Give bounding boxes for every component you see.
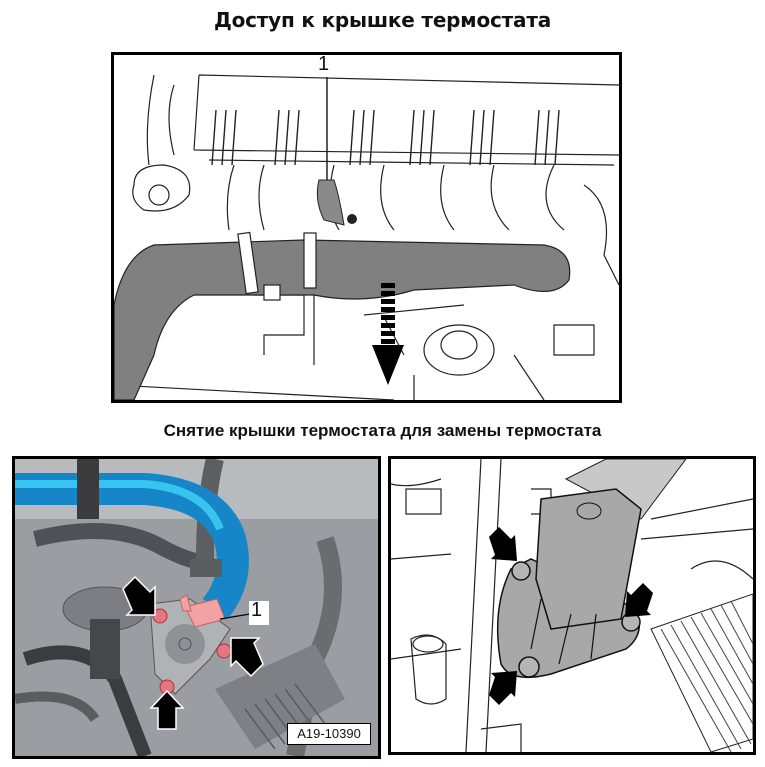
figure-reference-label: A19-10390 [287, 723, 371, 745]
bottom-title: Снятие крышки термостата для замены терм… [163, 421, 602, 440]
callout-1: 1 [251, 599, 263, 621]
top-title: Доступ к крышке термостата [213, 8, 552, 32]
figure-thermostat-access: 1 [111, 52, 622, 403]
engine-line-drawing [114, 74, 619, 400]
thermostat-cover-line-drawing [391, 459, 753, 752]
figure-thermostat-removal-render: 1 A19-10390 [12, 456, 381, 759]
engine-render [15, 459, 378, 756]
figure-thermostat-cover-bolts [388, 456, 756, 755]
callout-1: 1 [318, 53, 330, 75]
